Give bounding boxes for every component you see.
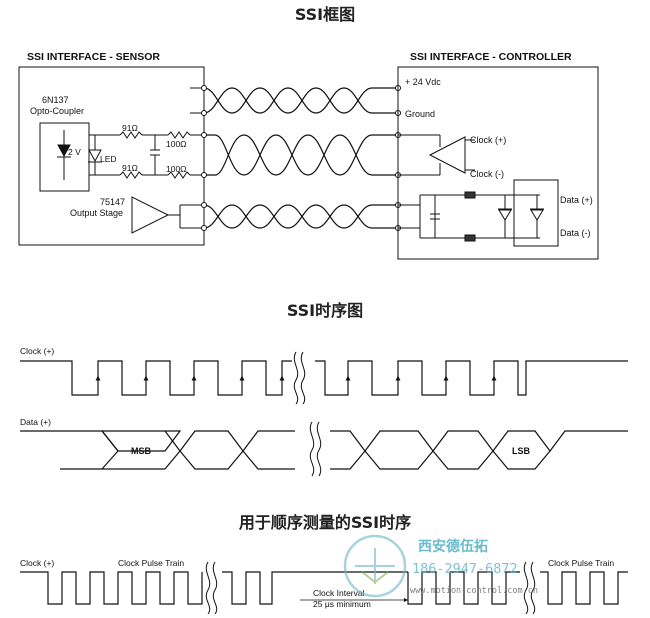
resistor-r2: 91Ω: [122, 163, 138, 173]
clock-edge-arrows: [95, 375, 497, 395]
data-break-mark: [309, 421, 322, 477]
block-diagram-title: SSI框图: [295, 5, 355, 24]
led-label: LED: [100, 154, 117, 164]
controller-opto-box: [513, 179, 559, 247]
clock-break-mark: [293, 351, 306, 405]
coupler-desc: Opto-Coupler: [30, 106, 84, 116]
controller-box: [397, 66, 599, 260]
controller-ground: Ground: [405, 109, 435, 119]
clock-waveform: [20, 360, 628, 396]
measure-break-marks: [205, 561, 536, 615]
timing-data-label: Data (+): [20, 417, 51, 427]
timing-diagram-title: SSI时序图: [287, 301, 363, 320]
controller-clock-n: Clock (-): [470, 169, 504, 179]
twisted-pair-cables: [203, 87, 398, 229]
timing-clock-label: Clock (+): [20, 346, 54, 356]
clock-pulse-train-2: Clock Pulse Train: [548, 558, 614, 568]
watermark-url: www.motion-control.com.cn: [410, 586, 538, 596]
resistor-r1: 91Ω: [122, 123, 138, 133]
output-stage-amplifier: [131, 196, 170, 234]
controller-vdc: + 24 Vdc: [405, 77, 441, 87]
measure-clock-waveform: [20, 571, 628, 605]
data-waveform: [20, 430, 628, 470]
interval-minimum-label: 25 μs minimum: [313, 599, 371, 609]
controller-clock-p: Clock (+): [470, 135, 506, 145]
sensor-box: [18, 66, 205, 246]
resistor-r4: 100Ω: [166, 164, 187, 174]
stage-desc: Output Stage: [70, 208, 123, 218]
sensor-header: SSI INTERFACE - SENSOR: [27, 51, 160, 63]
msb-label: MSB: [131, 446, 152, 456]
controller-data-n: Data (-): [560, 228, 591, 238]
coupler-name: 6N137: [42, 95, 69, 105]
clock-interval-label: Clock Interval: [313, 588, 365, 598]
watermark-cn: 西安德伍拓: [418, 538, 488, 555]
controller-data-p: Data (+): [560, 195, 593, 205]
sensor-block: [18, 66, 205, 246]
measure-timing-title: 用于顺序测量的SSI时序: [239, 513, 411, 532]
lsb-label: LSB: [512, 446, 531, 456]
resistor-r3: 100Ω: [166, 139, 187, 149]
controller-header: SSI INTERFACE - CONTROLLER: [410, 51, 572, 63]
opto-coupler-box: [39, 122, 90, 192]
coupler-voltage: 2 V: [68, 147, 81, 157]
watermark-phone: 186-2947-6872: [412, 561, 518, 577]
measure-clock-label: Clock (+): [20, 558, 54, 568]
clock-pulse-train-1: Clock Pulse Train: [118, 558, 184, 568]
controller-block: [397, 66, 599, 260]
stage-name: 75147: [100, 197, 125, 207]
watermark-logo: [343, 534, 407, 598]
terminals: [201, 85, 401, 231]
clock-driver: [428, 136, 466, 174]
